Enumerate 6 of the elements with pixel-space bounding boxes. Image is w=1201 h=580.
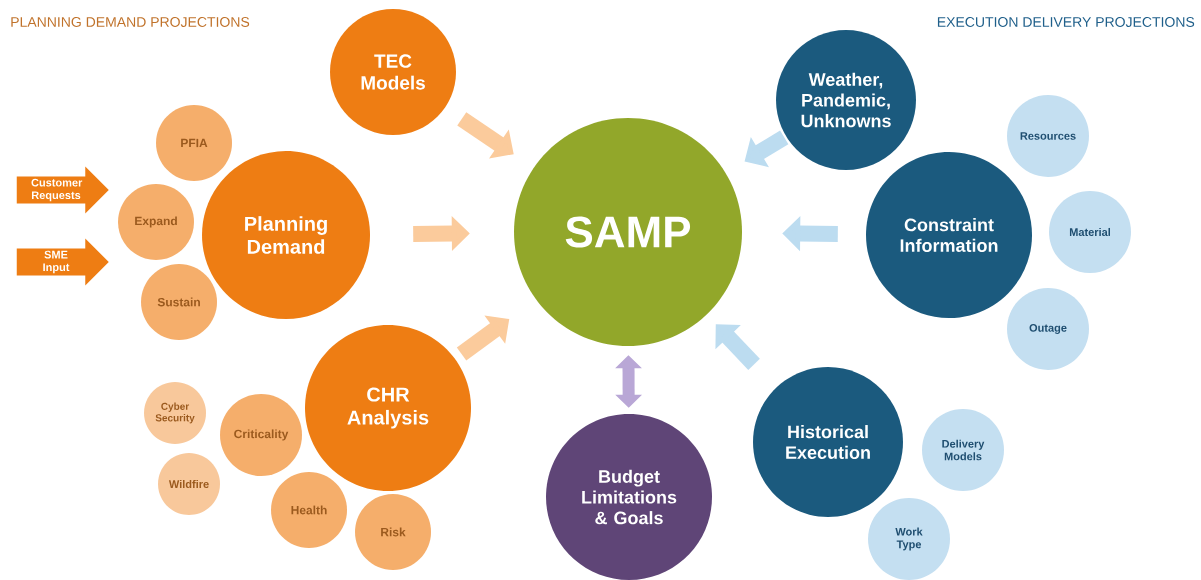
block-arrow	[715, 324, 760, 370]
pointer-banner: Customer Requests	[16, 166, 109, 214]
section-heading: EXECUTION DELIVERY PROJECTIONS	[937, 17, 1195, 27]
pointer-banner: SME Input	[16, 238, 109, 286]
block-arrow	[615, 355, 643, 408]
section-heading: PLANNING DEMAND PROJECTIONS	[11, 17, 250, 27]
